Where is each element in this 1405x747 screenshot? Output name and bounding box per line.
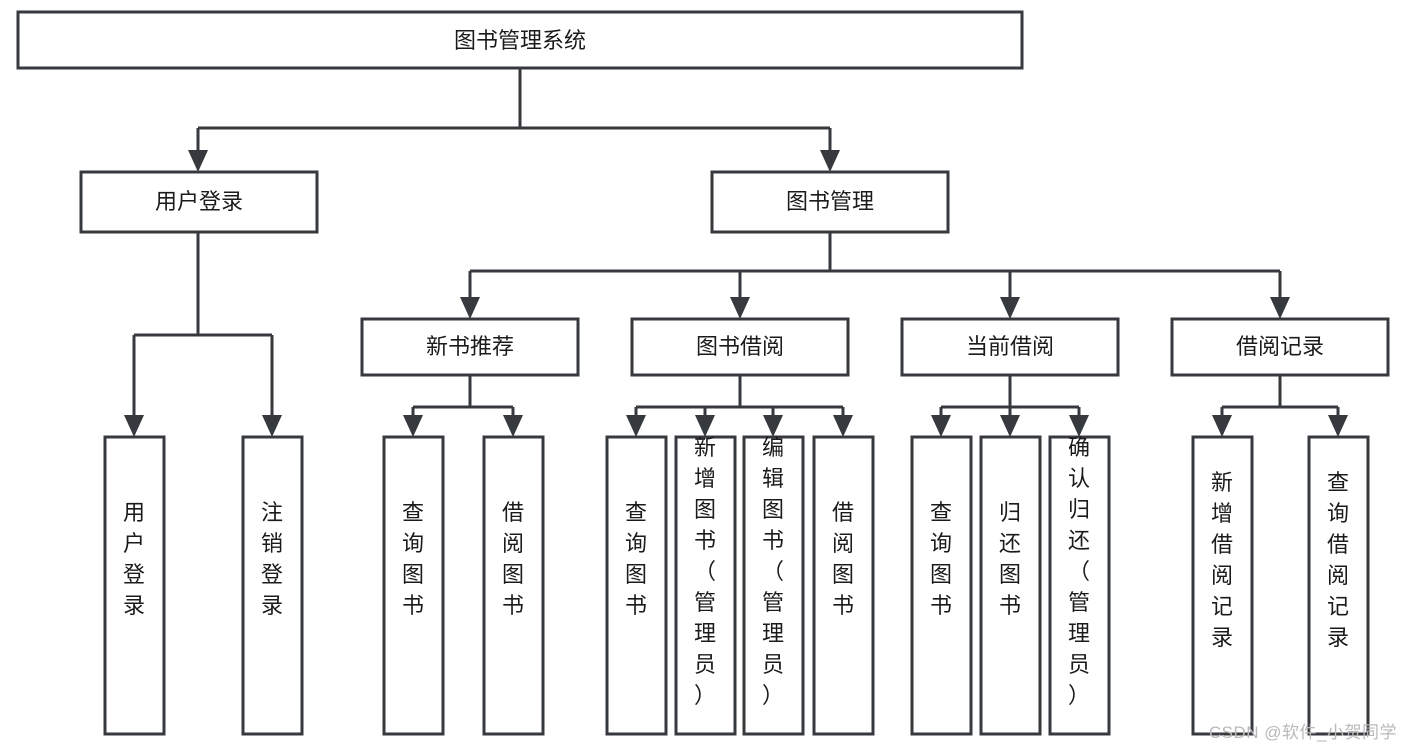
arrow-icon-bookborrow-leaf-1 [626,415,646,437]
node-book-management-box[interactable] [710,170,950,234]
leaf-bookborrow-borrow-box[interactable] [812,435,875,736]
leaf-node[interactable]: 编辑图书（管理员） [742,435,805,736]
leaf-node[interactable]: 归还图书 [979,435,1042,736]
node-book-management[interactable]: 图书管理 [710,170,950,234]
leaf-node[interactable]: 注销登录 [241,435,304,736]
arrow-icon-newbook-leaf-1 [403,415,423,437]
leaf-logout-label: 注销登录 [261,500,283,618]
node-user-login-label: 用户登录 [155,189,243,214]
leaf-newbook-borrow-box[interactable] [482,435,545,736]
arrowheads-layer [124,150,1348,437]
arrow-icon-to-new-book [460,297,480,319]
arrow-icon-currentborrow-leaf-2 [1000,415,1020,437]
node-new-book-recommend-label: 新书推荐 [426,334,514,359]
leaf-user-login-box[interactable] [103,435,166,736]
leaf-currentborrow-query-label: 查询图书 [930,500,952,618]
node-user-login[interactable]: 用户登录 [79,170,319,234]
node-borrow-record-box[interactable] [1170,317,1390,377]
node-current-borrow-label: 当前借阅 [966,334,1054,359]
arrow-icon-borrowrecord-leaf-2 [1328,415,1348,437]
leaf-node[interactable]: 查询图书 [910,435,973,736]
arrow-icon-to-leaf-logout [262,415,282,437]
leaf-currentborrow-confirm-box[interactable] [1048,435,1111,736]
leaf-bookborrow-edit-box[interactable] [742,435,805,736]
leaf-borrowrecord-add-box[interactable] [1191,435,1254,736]
leaf-currentborrow-return-box[interactable] [979,435,1042,736]
leaf-currentborrow-return-label: 归还图书 [999,500,1021,618]
arrow-icon-to-book-mgmt [820,150,840,172]
node-root[interactable]: 图书管理系统 [16,10,1024,70]
leaf-currentborrow-confirm-label: 确认归还（管理员） [1068,435,1090,708]
node-current-borrow-box[interactable] [900,317,1120,377]
leaf-node[interactable]: 用户登录 [103,435,166,736]
leaf-newbook-query-label: 查询图书 [402,500,424,618]
leaf-node[interactable]: 查询图书 [382,435,445,736]
node-book-management-label: 图书管理 [786,189,874,214]
arrow-icon-to-book-borrow [730,297,750,319]
leaf-bookborrow-query-box[interactable] [605,435,668,736]
node-new-book-recommend-box[interactable] [360,317,580,377]
leaf-borrowrecord-query-label: 查询借阅记录 [1327,470,1349,650]
arrow-icon-to-current-borrow [1000,297,1020,319]
leaf-bookborrow-borrow-label: 借阅图书 [832,500,854,618]
arrow-icon-bookborrow-leaf-4 [833,415,853,437]
leaf-node[interactable]: 新增图书（管理员） [674,435,737,736]
node-current-borrow[interactable]: 当前借阅 [900,317,1120,377]
node-borrow-record-label: 借阅记录 [1236,334,1324,359]
arrow-icon-bookborrow-leaf-2 [695,415,715,437]
leaf-bookborrow-add-box[interactable] [674,435,737,736]
arrow-icon-bookborrow-leaf-3 [763,415,783,437]
leaf-logout-box[interactable] [241,435,304,736]
node-root-box[interactable] [16,10,1024,70]
node-new-book-recommend[interactable]: 新书推荐 [360,317,580,377]
csdn-watermark: CSDN @软件_小贺同学 [1208,723,1397,742]
arrow-icon-to-borrow-record [1270,297,1290,319]
leaf-borrowrecord-query-box[interactable] [1307,435,1370,736]
node-book-borrow[interactable]: 图书借阅 [630,317,850,377]
node-book-borrow-box[interactable] [630,317,850,377]
leaf-user-login-label: 用户登录 [123,500,145,618]
leaf-node[interactable]: 查询借阅记录 [1307,435,1370,736]
leaf-bookborrow-add-label: 新增图书（管理员） [694,435,716,708]
leaf-newbook-borrow-label: 借阅图书 [502,500,524,618]
arrow-icon-borrowrecord-leaf-1 [1212,415,1232,437]
leaf-node[interactable]: 借阅图书 [812,435,875,736]
leaf-node[interactable]: 新增借阅记录 [1191,435,1254,736]
arrow-icon-currentborrow-leaf-1 [931,415,951,437]
leaf-bookborrow-edit-label: 编辑图书（管理员） [762,435,784,708]
node-user-login-box[interactable] [79,170,319,234]
arrow-icon-to-user-login [188,150,208,172]
leaf-node[interactable]: 查询图书 [605,435,668,736]
arrow-icon-to-leaf-user-login [124,415,144,437]
leaf-newbook-query-box[interactable] [382,435,445,736]
leaf-currentborrow-query-box[interactable] [910,435,973,736]
arrow-icon-currentborrow-leaf-3 [1069,415,1089,437]
node-borrow-record[interactable]: 借阅记录 [1170,317,1390,377]
node-root-label: 图书管理系统 [454,28,586,53]
arrow-icon-newbook-leaf-2 [503,415,523,437]
leaf-bookborrow-query-label: 查询图书 [625,500,647,618]
leaf-borrowrecord-add-label: 新增借阅记录 [1211,470,1233,650]
node-book-borrow-label: 图书借阅 [696,334,784,359]
leaf-node[interactable]: 借阅图书 [482,435,545,736]
leaf-node[interactable]: 确认归还（管理员） [1048,435,1111,736]
